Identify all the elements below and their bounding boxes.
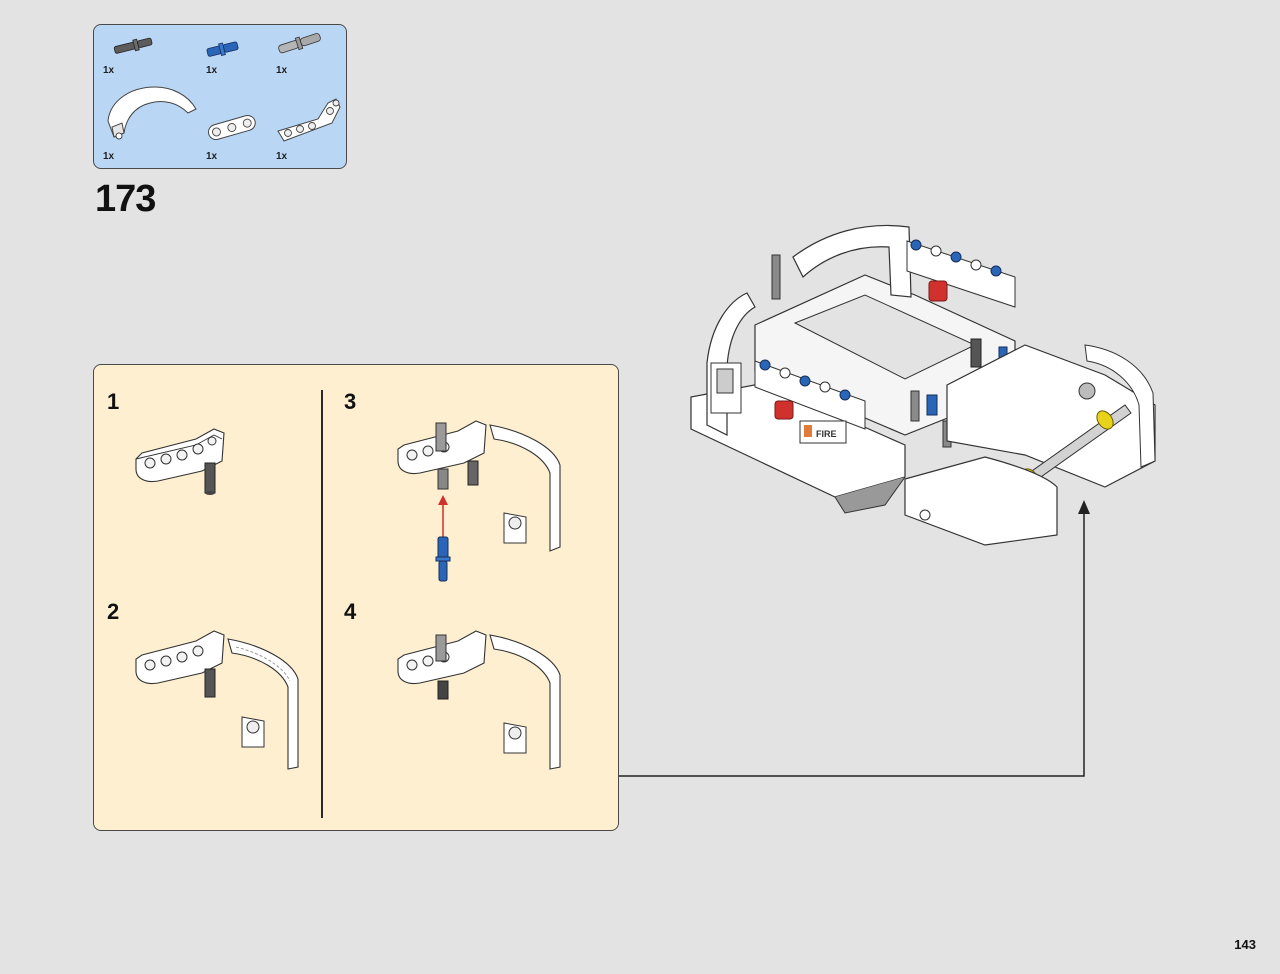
part-qty: 1x bbox=[103, 65, 115, 76]
step-number: 173 bbox=[95, 178, 156, 220]
dark-grey-axle-pin-icon bbox=[113, 37, 153, 54]
part-qty: 1x bbox=[276, 151, 288, 162]
substep-number-2: 2 bbox=[107, 599, 120, 624]
part-qty: 1x bbox=[103, 151, 115, 162]
part-qty: 1x bbox=[206, 65, 218, 76]
blue-axle-pin-icon bbox=[206, 41, 239, 57]
substep-4-illustration bbox=[397, 630, 561, 770]
fire-decal-text: FIRE bbox=[816, 429, 837, 439]
page-number: 143 bbox=[1234, 937, 1256, 952]
white-beam-3-icon bbox=[208, 114, 256, 141]
main-assembly-model: FIRE bbox=[690, 224, 1156, 546]
part-qty: 1x bbox=[276, 65, 288, 76]
substep-number-1: 1 bbox=[107, 389, 120, 414]
grey-friction-pin-icon bbox=[278, 33, 321, 54]
blue-axle-pin-icon bbox=[435, 536, 451, 582]
substep-2-illustration bbox=[135, 630, 299, 770]
substeps-panel: 1 2 3 4 bbox=[93, 364, 619, 831]
white-curved-panel-icon bbox=[107, 86, 197, 140]
part-qty: 1x bbox=[206, 151, 218, 162]
substep-number-4: 4 bbox=[344, 599, 357, 624]
substep-number-3: 3 bbox=[344, 389, 357, 414]
substep-3-illustration bbox=[397, 420, 561, 552]
white-angled-beam-icon bbox=[277, 98, 341, 142]
parts-list-box: 1x 1x 1x 1x 1x bbox=[93, 24, 347, 169]
substep-1-illustration bbox=[135, 428, 225, 495]
panel-divider bbox=[321, 390, 323, 818]
